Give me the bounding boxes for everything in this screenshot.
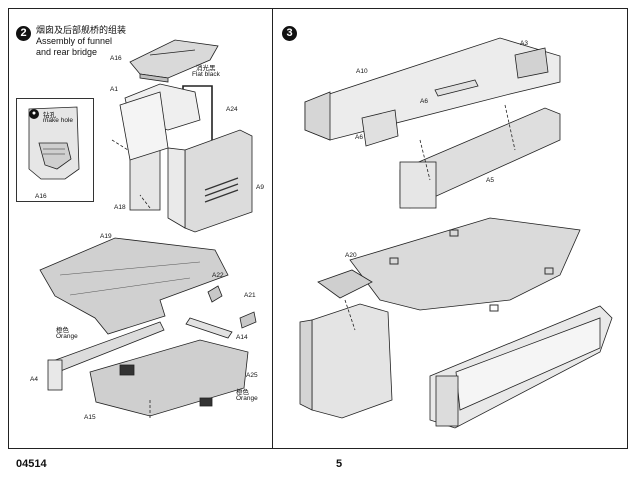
part-a21 [239,311,257,329]
part-a14 [185,317,233,339]
label-a10: A10 [356,68,368,75]
label-a9: A9 [256,184,264,191]
step-2-title-cn: 烟囱及后部舰桥的组装 [36,25,127,35]
label-a14: A14 [236,334,248,341]
step-divider [272,8,273,449]
label-a1: A1 [110,86,118,93]
page-frame [8,8,628,449]
label-a20: A20 [345,252,357,259]
part-a22 [207,285,223,303]
label-a6-lower: A6 [355,134,363,141]
part-a15-deck [89,339,249,417]
inset-note-en: make hole [43,117,73,124]
inset-note-cn: 钻孔 [43,112,56,119]
inset-part-label: A16 [35,193,47,200]
label-a25: A25 [246,372,258,379]
label-a15: A15 [84,414,96,421]
label-a22: A22 [212,272,224,279]
page-number: 5 [336,458,343,470]
label-a24: A24 [226,106,238,113]
step-2-title-en-2: and rear bridge [36,47,98,57]
label-a16: A16 [110,55,122,62]
step-2-title: 烟囱及后部舰桥的组装 Assembly of funnel and rear b… [36,25,126,58]
part-a6-lower [361,109,399,147]
label-a4: A4 [30,376,38,383]
label-a6-upper: A6 [420,98,428,105]
part-a20-cap [317,269,373,299]
label-a3: A3 [520,40,528,47]
label-flat-black-en: Flat black [192,71,220,78]
part-a6-upper [434,79,479,97]
label-a19: A19 [100,233,112,240]
step-3-badge: 3 [282,26,297,41]
label-flat-black-cn: 消光黑 [196,65,216,72]
label-orange-1-en: Orange [56,333,78,340]
step-2-title-en-1: Assembly of funnel [36,36,113,46]
inset-part-drawing [28,106,80,180]
make-hole-icon: ● [29,109,39,119]
drill-detail-inset: ● 钻孔 make hole A16 [16,98,94,202]
step-2-badge: 2 [16,26,31,41]
label-orange-1-cn: 橙色 [56,327,69,334]
label-orange-2-cn: 橙色 [236,389,249,396]
product-code: 04514 [16,458,47,470]
label-a18: A18 [114,204,126,211]
label-a5: A5 [486,177,494,184]
part-a3-plate [514,47,549,79]
label-orange-2-en: Orange [236,395,258,402]
main-deck-step3 [349,217,581,311]
label-a21: A21 [244,292,256,299]
